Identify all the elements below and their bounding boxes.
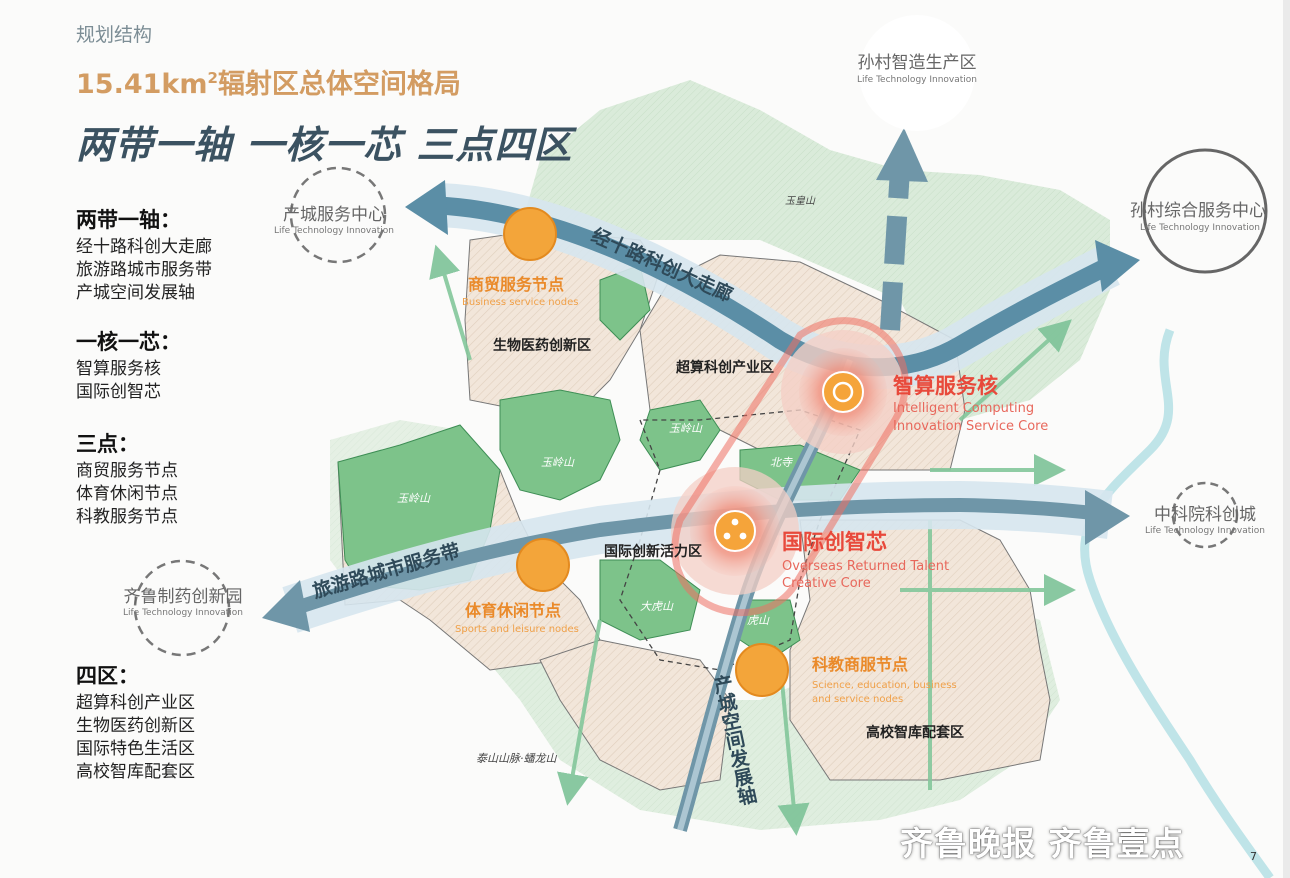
core-link-ring [671,317,909,617]
node-label-tiyu: 体育休闲节点 [465,601,561,620]
corridor-lvyou-arrow-west [262,580,310,632]
core-en-zhisuan-2: Innovation Service Core [893,419,1048,434]
node-label-shangmao: 商贸服务节点 [468,275,564,294]
legend-item: 体育休闲节点 [76,484,178,504]
core-label-chuangzhi: 国际创智芯 [782,530,887,554]
legend-item: 科教服务节点 [76,507,178,527]
core-zhisuan-icon [832,381,854,403]
ext-circle-zhongkeyuan [1171,481,1239,549]
legend-item: 产城空间发展轴 [76,283,195,303]
ext-label-zhongkeyuan: 中科院科创城 [1154,505,1256,525]
ext-label-chancheng: 产城服务中心 [283,205,385,225]
ext-sub-qilu: Life Technology Innovation [123,608,243,618]
core-zhisuan-inner [822,371,864,413]
district-label-biomed: 生物医药创新区 [493,337,591,354]
legend-item: 超算科创产业区 [76,693,195,713]
node-kejiao [735,643,789,697]
node-en-kejiao-1: Science, education, business [812,680,957,691]
green-arrow [557,619,602,806]
mountain-label-yuling-west: 玉岭山 [397,492,431,505]
district-label-univ: 高校智库配套区 [866,724,964,741]
core-label-zhisuan: 智算服务核 [893,374,998,398]
watermark-logo: 齐鲁晚报 齐鲁壹点 [900,824,1185,863]
ext-circle-qilu [133,559,231,657]
mountain-label-beisi: 北寺 [770,456,793,469]
ext-label-qilu: 齐鲁制药创新园 [124,587,243,607]
title-rest: 辐射区总体空间格局 [217,69,461,100]
green-arrow [958,319,1072,422]
legend-item: 高校智库配套区 [76,762,195,782]
legend-item: 经十路科创大走廊 [76,237,212,257]
node-en-kejiao-2: and service nodes [812,694,903,705]
legend-heading: 三点： [76,432,139,456]
mountain-label-hu: 虎山 [747,614,770,627]
core-chuangzhi-inner [714,510,756,552]
mountain-label-yuhuang: 玉皇山 [785,195,816,207]
title-superscript: 2 [207,69,218,87]
mountain-label-yuling-east: 玉岭山 [669,422,703,435]
section-label: 规划结构 [76,24,153,46]
core-chuangzhi-icon [723,518,747,540]
title-main: 15.41km [76,69,208,100]
node-en-tiyu: Sports and leisure nodes [455,624,579,635]
page-number: 7 [1250,850,1257,863]
slogan: 两带一轴 一核一芯 三点四区 [76,123,573,167]
page-edge [1283,0,1290,878]
mountain-label-dahu: 大虎山 [640,600,674,613]
legend-item: 国际创智芯 [76,382,161,402]
legend-item: 智算服务核 [76,359,161,379]
district-label-intl: 国际创新活力区 [604,543,702,560]
district-label-supercomputing: 超算科创产业区 [675,359,774,376]
legend-item: 生物医药创新区 [76,716,195,736]
node-label-kejiao: 科教商服节点 [812,655,908,674]
core-en-chuangzhi-2: Creative Core [782,576,871,591]
legend-group-corridors: 两带一轴： 经十路科创大走廊 旅游路城市服务带 产城空间发展轴 [76,204,212,305]
park-yuling-center [499,389,621,501]
legend-heading: 四区： [76,664,139,688]
ext-circle-suncun-zhizao [859,15,975,131]
corridor-jingshi-arrow-west [405,180,448,235]
legend-heading: 两带一轴： [76,208,181,232]
park-yuling-east [639,399,721,471]
mountain-label-taishan: 泰山山脉·蟠龙山 [476,752,557,765]
district-area [539,639,731,791]
ext-sub-suncun-zhizao: Life Technology Innovation [857,75,977,85]
legend-item: 商贸服务节点 [76,461,178,481]
ext-sub-chancheng: Life Technology Innovation [274,226,394,236]
ext-sub-zhongkeyuan: Life Technology Innovation [1145,526,1265,536]
mountain-label-yuling-center: 玉岭山 [541,456,575,469]
core-en-zhisuan-1: Intelligent Computing [893,401,1034,416]
ext-sub-suncun-zonghe: Life Technology Innovation [1140,223,1260,233]
legend-item: 国际特色生活区 [76,739,195,759]
legend-item: 旅游路城市服务带 [76,260,212,280]
corridor-jingshi-arrow-east [1095,240,1140,292]
ext-label-suncun-zonghe: 孙村综合服务中心 [1130,201,1266,221]
legend-group-nodes: 三点： 商贸服务节点 体育休闲节点 科教服务节点 [76,428,178,529]
legend-group-cores: 一核一芯： 智算服务核 国际创智芯 [76,326,181,404]
legend-group-districts: 四区： 超算科创产业区 生物医药创新区 国际特色生活区 高校智库配套区 [76,660,195,784]
ext-circle-suncun-zonghe [1142,148,1268,274]
axis-arrow-north [880,169,910,331]
page-title: 15.41km2辐射区总体空间格局 [76,62,461,101]
river [1080,328,1274,878]
ext-label-suncun-zhizao: 孙村智造生产区 [858,53,977,73]
node-tiyu [516,538,570,592]
node-en-shangmao: Business service nodes [462,297,578,308]
legend-heading: 一核一芯： [76,330,181,354]
ext-circle-chancheng [289,166,387,264]
core-en-chuangzhi-1: Overseas Returned Talent [782,559,949,574]
axis-arrow-north-head [876,128,928,182]
corridor-lvyou-arrow-east [1085,490,1130,545]
green-arrow [429,244,472,361]
node-shangmao [503,207,557,261]
